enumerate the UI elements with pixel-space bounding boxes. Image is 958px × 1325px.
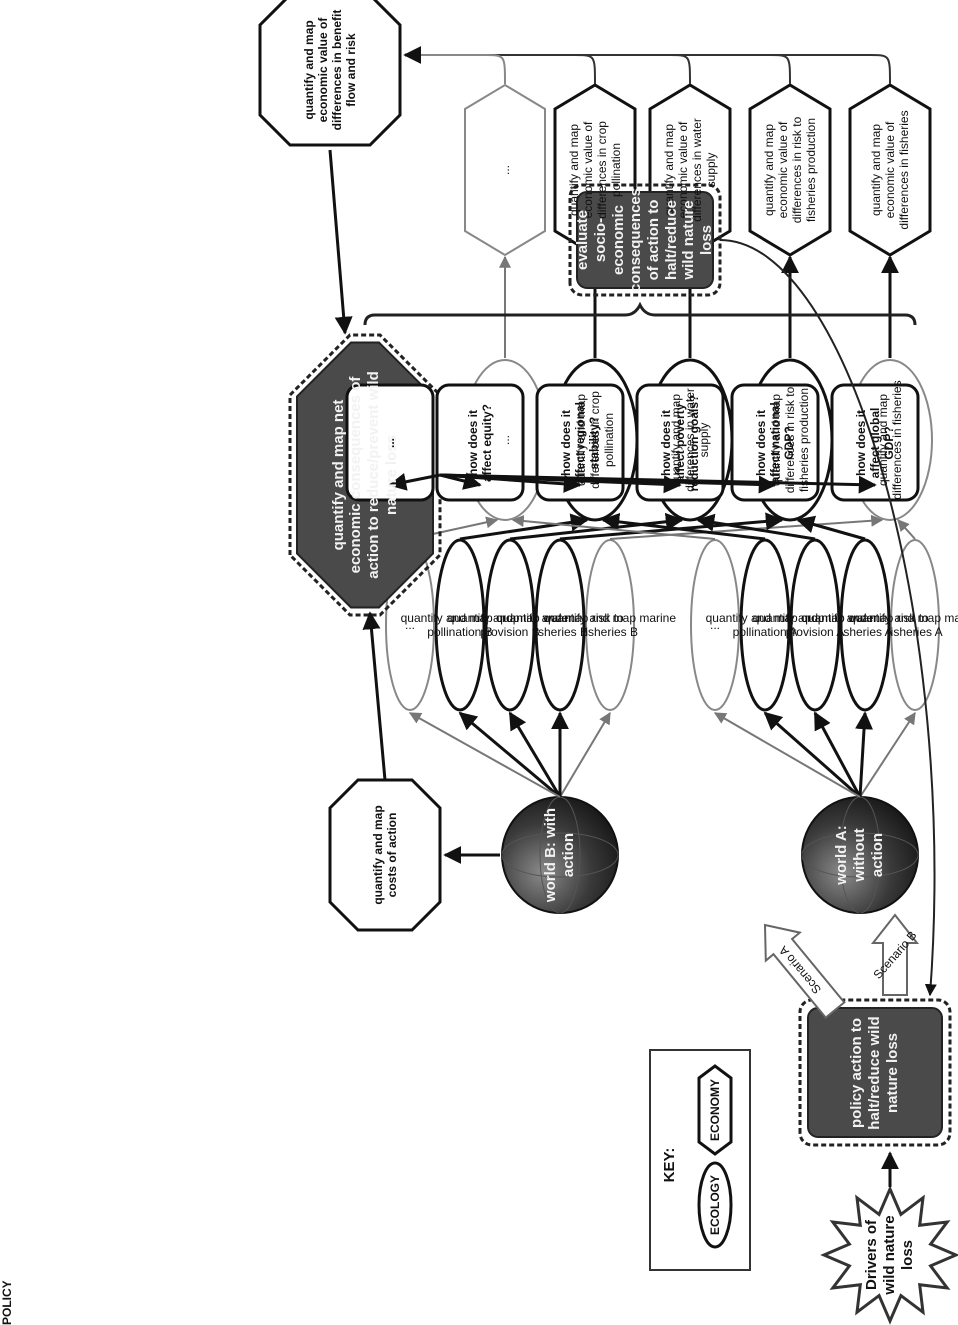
scenario-a-arrow [763, 923, 846, 1020]
service-b-ellipse [585, 539, 635, 711]
economic-value-risk-fisheries: quantify and map economic value of diffe… [761, 116, 819, 224]
impact-poverty-reduction: how does it affect poverty reduction goa… [658, 394, 702, 492]
world-b-globe-meridian [501, 832, 619, 878]
policy-action-label: policy action to halt/reduce wild nature… [848, 1016, 901, 1130]
arrow-costs-to-net [362, 611, 387, 781]
arrow-service-a-to-difference [511, 515, 716, 540]
arrow-service-a-to-difference [601, 512, 766, 541]
impacts-brace [363, 301, 917, 326]
service-b-ellipse [534, 538, 586, 712]
service-a-ellipse [739, 538, 791, 712]
benefit-flow-label: quantify and map economic value of diffe… [301, 9, 359, 131]
world-a-globe-meridian [801, 832, 919, 878]
impact-national-gdp: how does it affect national GDP? [753, 402, 797, 484]
costs-octagon [328, 778, 442, 932]
key-policy-label: POLICY [0, 1280, 14, 1325]
economic-value-hexagon [848, 83, 932, 257]
connector-economic-to-benefit [410, 54, 506, 85]
drivers-star [820, 1185, 958, 1325]
key-ecology-label: ECOLOGY [707, 1175, 722, 1236]
impact-more: ... [382, 438, 397, 449]
arrow-world-b-to-service [458, 711, 561, 799]
impact-box [535, 383, 625, 502]
evaluate-label: evaluate socio-economic consequences of … [574, 187, 716, 293]
connector-economic-to-benefit [410, 54, 891, 85]
arrow-service-a-to-difference [796, 515, 866, 541]
scenario-b-arrow [870, 913, 920, 996]
arrow-service-b-to-difference [459, 513, 589, 541]
arrow-world-b-to-service [559, 711, 611, 798]
evaluate-box [576, 191, 714, 289]
impact-box [345, 383, 435, 502]
service-b-more: ... [404, 617, 415, 632]
economic-value-fisheries: quantify and map economic value of diffe… [868, 110, 912, 230]
connector-economic-to-benefit [410, 54, 596, 85]
net-consequences-dashed [288, 333, 442, 617]
key-economy-label: ECONOMY [707, 1079, 722, 1142]
impact-box [730, 383, 820, 502]
impact-regional-stability: how does it affect regional stability? [558, 401, 602, 485]
shapes-layer [258, 0, 958, 1325]
arrow-world-a-to-service [855, 711, 874, 798]
policy-dashed-border [798, 998, 952, 1147]
arrow-service-b-to-difference [609, 514, 884, 540]
service-a-ellipse [789, 538, 841, 712]
service-b-ellipse [484, 538, 536, 712]
key-ecology-shape [697, 1161, 733, 1249]
arrow-world-a-to-service [713, 712, 861, 798]
arrow-benefit-to-net [328, 149, 353, 335]
impact-global-gdp: how does it affect global GDP? [853, 407, 897, 479]
arrow-world-a-to-service [763, 711, 861, 799]
costs-of-action-label: quantify and map costs of action [370, 805, 399, 905]
impact-equity: how does it affect equity? [465, 404, 494, 483]
key-economy-shape [697, 1064, 733, 1156]
arrow-world-b-to-service [408, 712, 561, 798]
drivers-label: Drivers of wild nature loss [863, 1215, 916, 1295]
impact-box [635, 383, 725, 502]
feedback-curve [719, 239, 937, 997]
world-a-label: world A: without action [833, 825, 886, 885]
arrow-service-b-to-difference [509, 512, 684, 541]
arrow-world-a-to-service [859, 711, 916, 798]
policy-action-box [807, 1007, 943, 1138]
impact-box [830, 383, 920, 502]
economic-value-hexagon [464, 83, 546, 257]
economic-value-more: ... [497, 165, 512, 176]
service-b-ellipse [434, 538, 486, 712]
economic-value-hexagon [748, 83, 832, 257]
arrow-world-b-to-service [508, 711, 562, 798]
key-title: KEY: [661, 1147, 679, 1183]
service-a-ellipse [839, 538, 891, 712]
arrow-net-to-impact [439, 472, 482, 490]
arrow-net-to-impact [388, 472, 441, 491]
connector-economic-to-benefit [410, 54, 791, 85]
world-b-label: world B: with action [542, 807, 577, 903]
arrow-service-a-to-difference [696, 513, 816, 541]
arrow-service-a-to-difference [897, 519, 916, 540]
service-a-ellipse [690, 539, 740, 711]
impact-box [435, 383, 525, 502]
arrow-world-a-to-service [813, 711, 862, 798]
benefit-flow-octagon [258, 0, 402, 147]
connector-economic-to-benefit [410, 54, 691, 85]
